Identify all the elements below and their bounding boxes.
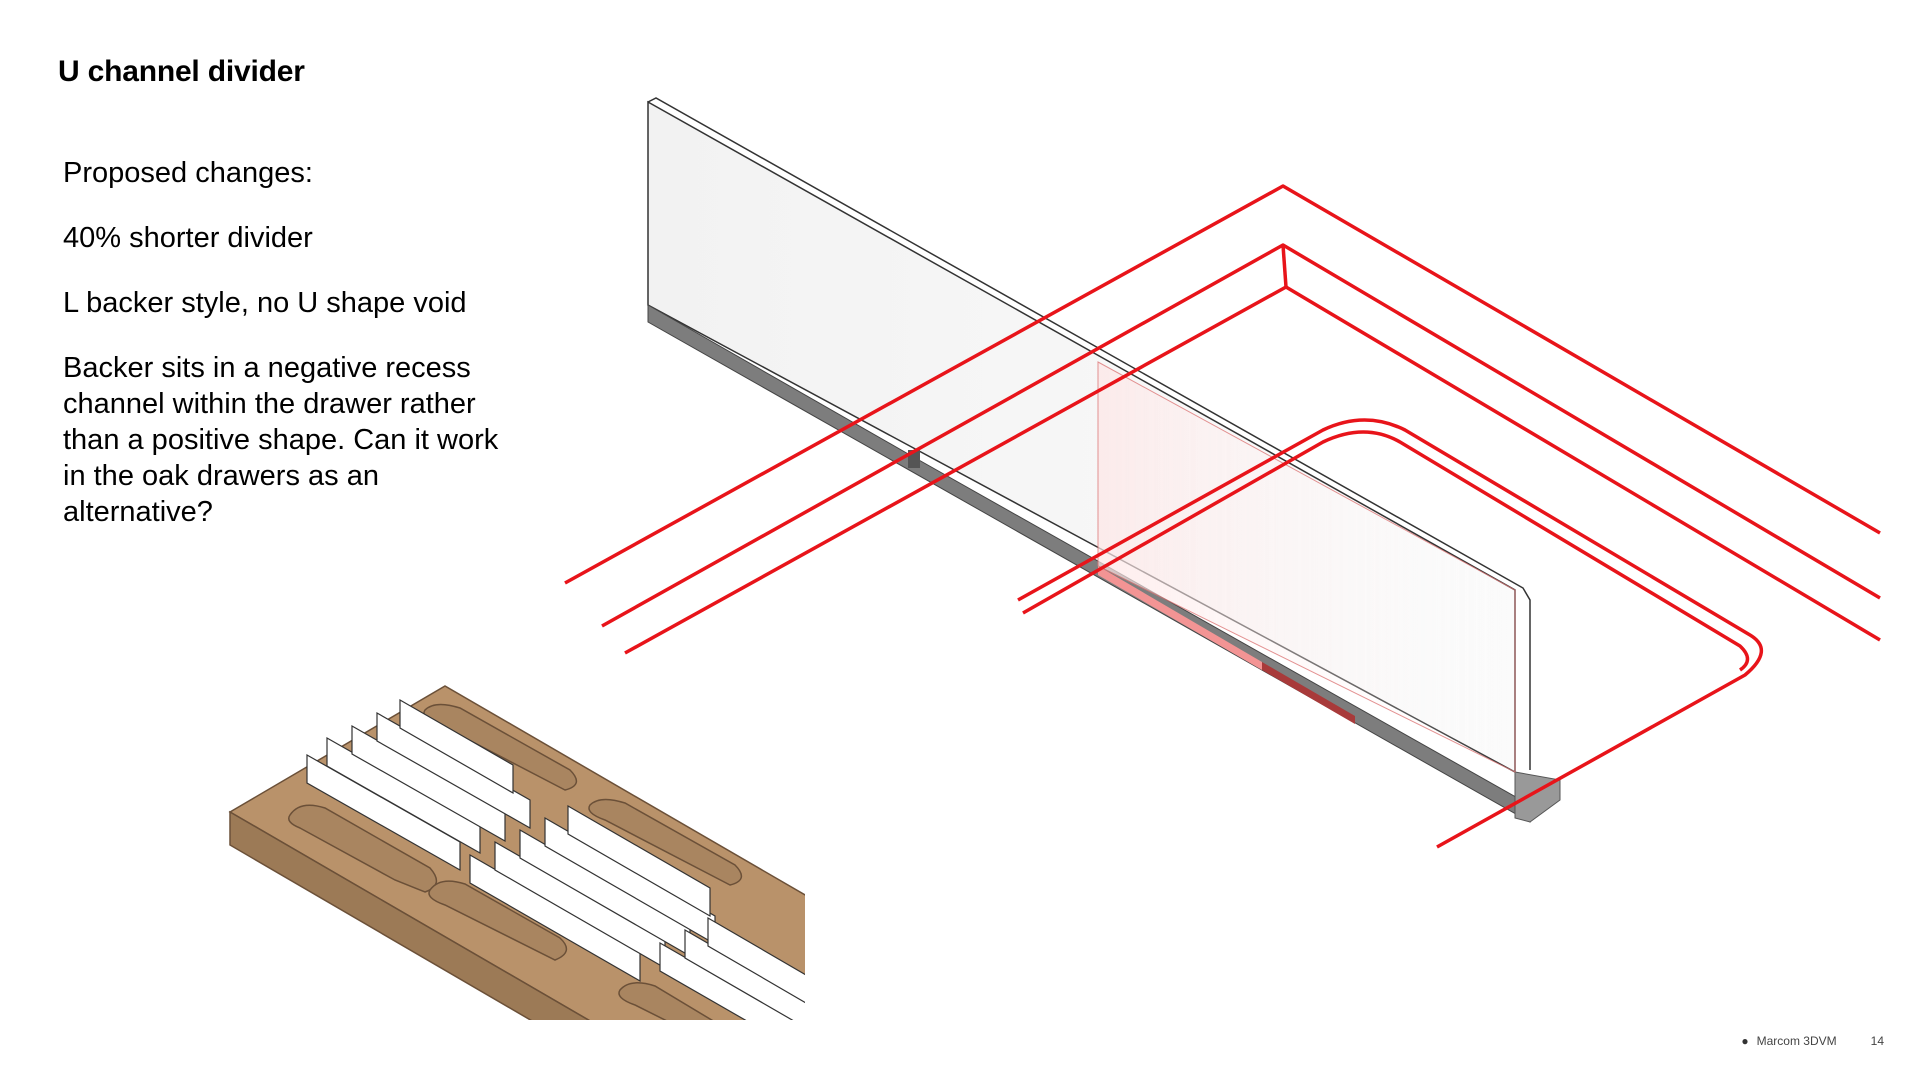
paragraph-backer-style: L backer style, no U shape void [63, 287, 467, 319]
footer-brand: Marcom 3DVM [1756, 1034, 1837, 1048]
paragraph-shorter-divider: 40% shorter divider [63, 222, 313, 254]
paragraph-recess-question: Backer sits in a negative recess channel… [63, 352, 499, 528]
drawer-outline [564, 184, 1881, 849]
body-text: Proposed changes: 40% shorter divider L … [63, 155, 503, 559]
divider-ghost-section [1097, 361, 1516, 773]
slide-title: U channel divider [58, 55, 305, 88]
footer: ● Marcom 3DVM 14 [1741, 1034, 1884, 1048]
apple-logo-icon: ● [1741, 1034, 1749, 1048]
paragraph-intro: Proposed changes: [63, 157, 313, 189]
page-number: 14 [1870, 1034, 1884, 1048]
